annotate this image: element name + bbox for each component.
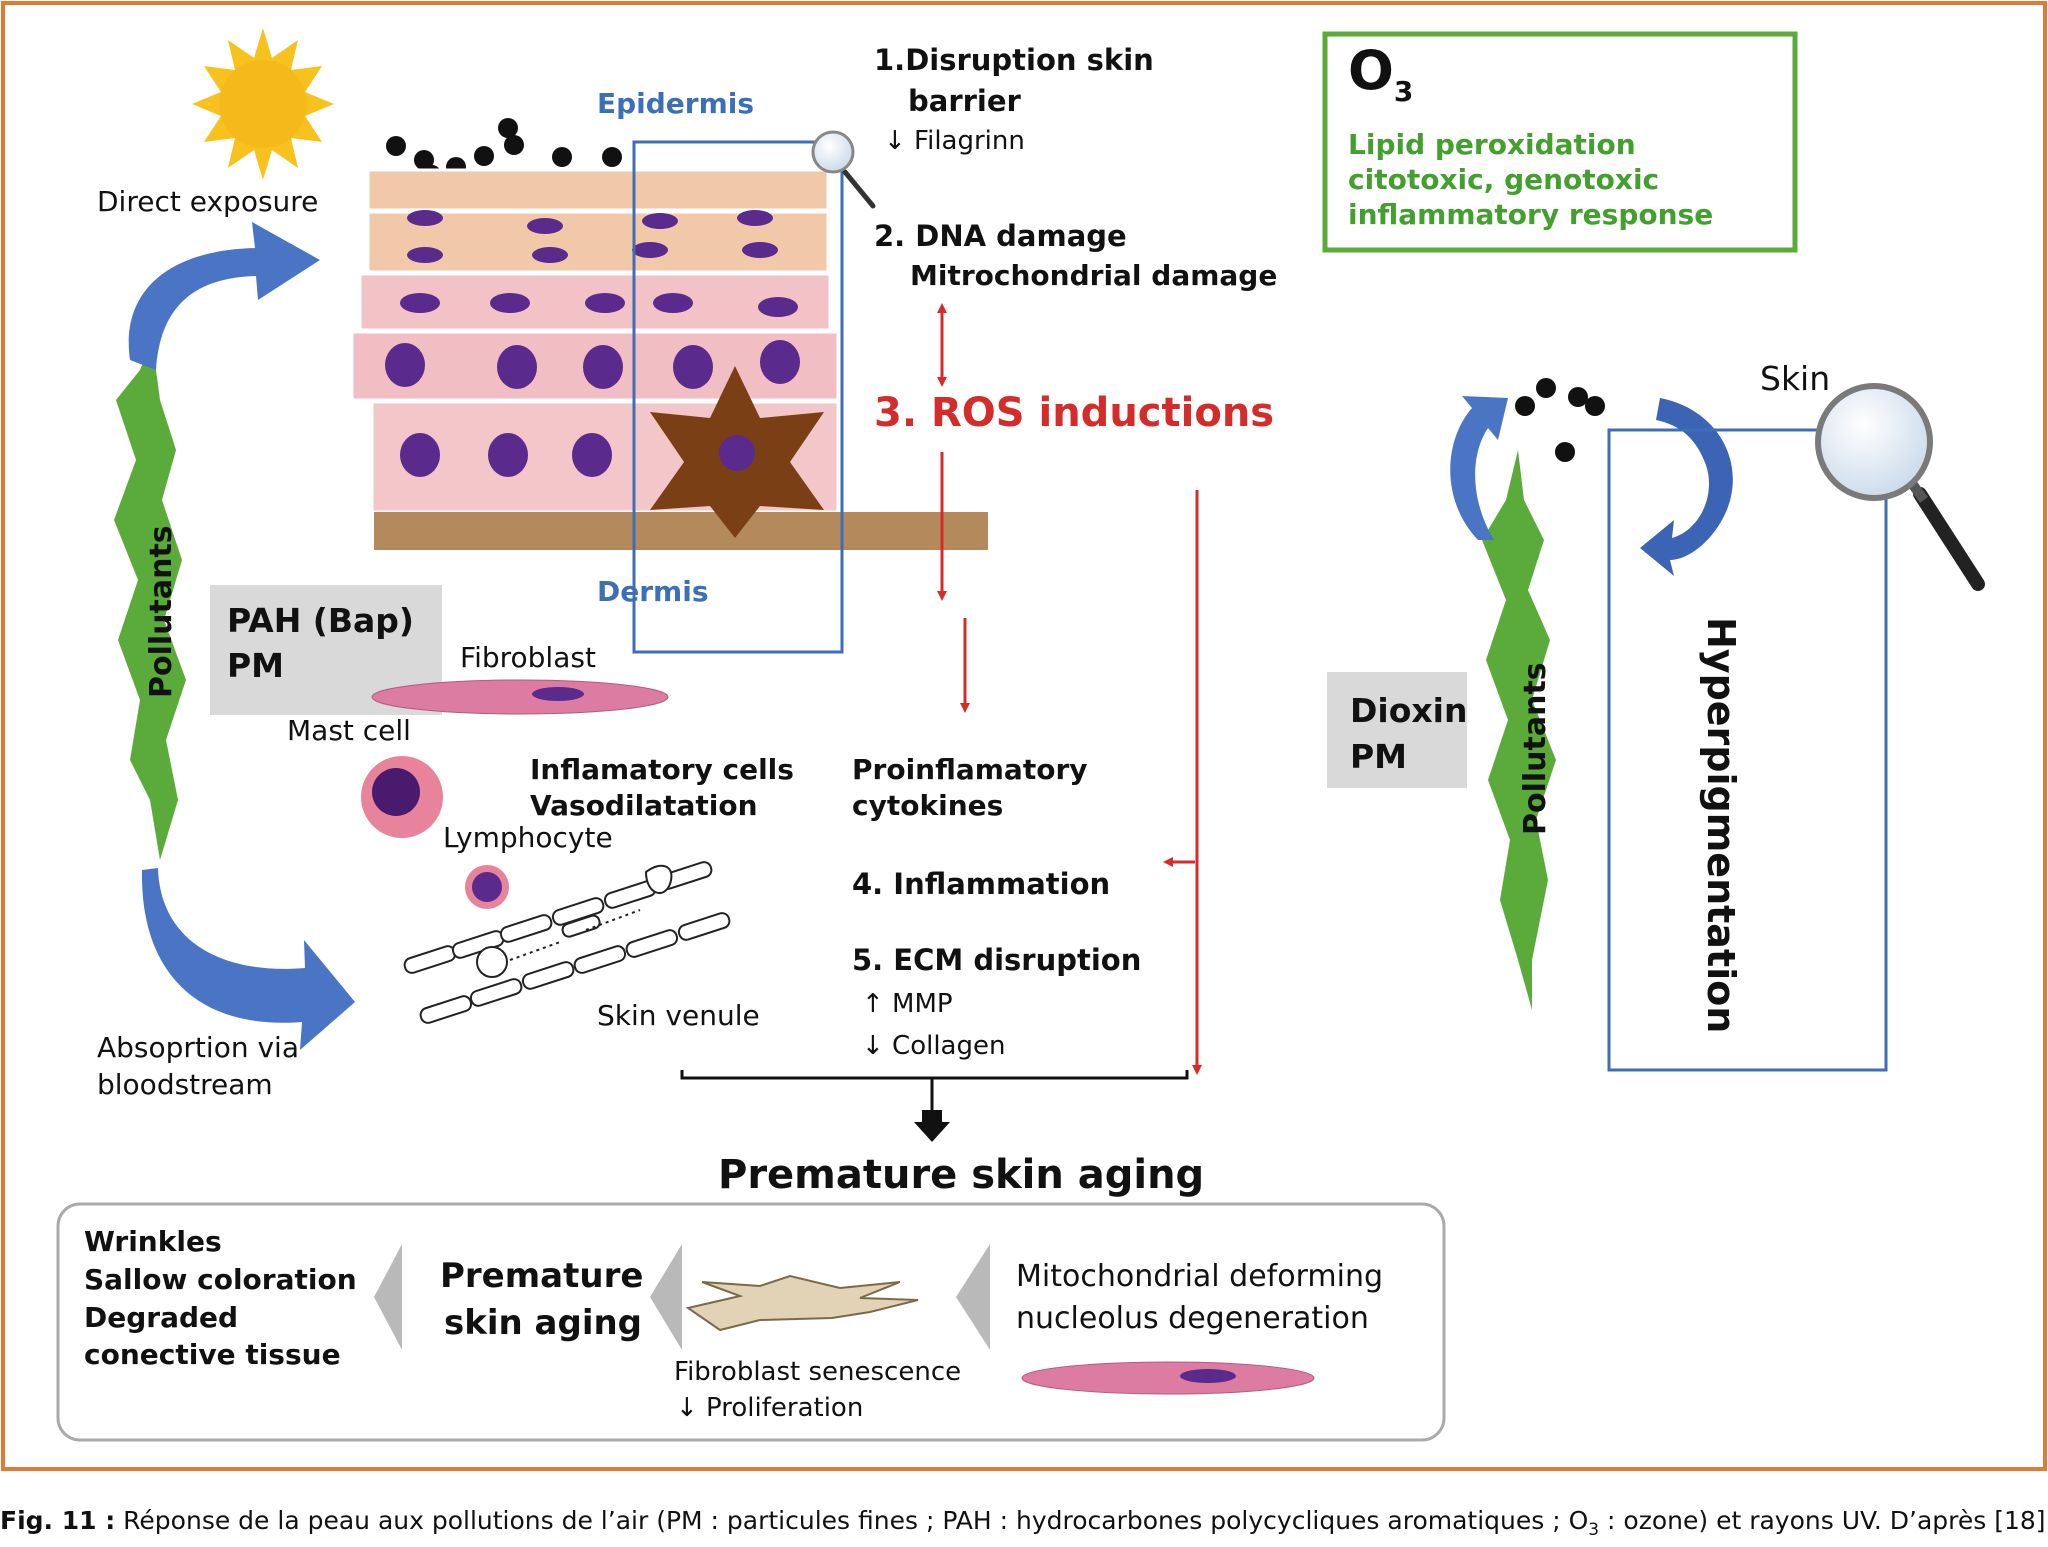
o3-box [1322,31,1798,253]
pollutants-right-label: Pollutants [1518,662,1553,835]
right-down-arrow [1640,398,1733,576]
outcome-sallow: Sallow coloration [84,1263,357,1296]
figure-caption: Fig. 11 : Réponse de la peau aux polluti… [0,1506,2048,1540]
step2-line2: Mitrochondrial damage [910,259,1278,292]
o3-effect-line3: inflammatory response [1348,198,1714,231]
pollutants-left-label: Pollutants [144,525,179,698]
fibroblast-senescence-line2: ↓ Proliferation [676,1393,864,1423]
down-arrow-icon [914,1110,950,1142]
absorption-label-line1: Absoprtion via [97,1031,299,1064]
o3-subscript: 3 [1393,74,1414,108]
magnifier-small-icon [811,130,876,209]
bottom-arrow-right [956,1244,990,1350]
caption-text-a: Réponse de la peau aux pollutions de l’a… [115,1506,1589,1535]
mitochondrial-line1: Mitochondrial deforming [1016,1259,1384,1294]
outer-frame [1,1,2047,1471]
bottom-premature-line1: Premature [440,1256,644,1296]
caption-fig-number: Fig. 11 : [0,1506,116,1535]
step5-ecm: 5. ECM disruption [852,943,1142,977]
direct-exposure-label: Direct exposure [97,185,319,218]
outcome-connective: conective tissue [84,1338,341,1371]
dioxin-box [1327,672,1467,788]
hyperpigmentation-box [1607,428,1888,1072]
caption-text-b: : ozone) et rayons UV. D’après [18]. [1599,1506,2048,1535]
magnifier-large-icon [1815,383,1985,591]
zoom-rectangle [632,140,844,654]
proinflammatory-line2: cytokines [852,789,1004,822]
epidermis-label: Epidermis [597,87,755,120]
fibroblast-cell [371,679,669,715]
o3-title: O3 [1348,44,1413,106]
pah-label-line2: PM [227,646,285,685]
step3-ros: 3. ROS inductions [874,390,1275,436]
caption-subscript: 3 [1588,1520,1600,1540]
convergence-bracket [680,1070,1189,1110]
step2-line1: 2. DNA damage [874,219,1127,253]
venule-drawing [403,861,731,1024]
bloodstream-arrow [141,868,355,1050]
senescent-fibroblast [685,1274,919,1332]
o3-effect-line1: Lipid peroxidation [1348,128,1636,161]
step1-filagrinn: ↓ Filagrinn [884,126,1025,156]
pollutants-right-shape [1482,450,1556,1010]
step4-inflammation: 4. Inflammation [852,867,1111,901]
step1-line2: barrier [908,84,1021,118]
step5-collagen: ↓ Collagen [862,1031,1006,1061]
proinflammatory-line1: Proinflamatory [852,753,1088,786]
lymphocyte-label: Lymphocyte [443,821,613,854]
dermis-label: Dermis [597,575,709,608]
outcome-wrinkles: Wrinkles [84,1225,222,1258]
bottom-arrow-middle [650,1244,682,1350]
sun-icon [192,28,334,180]
bottom-premature-line2: skin aging [444,1303,643,1343]
step5-mmp: ↑ MMP [862,989,953,1019]
bottom-arrow-left [374,1244,402,1350]
o3-effect-line2: citotoxic, genotoxic [1348,163,1660,196]
skin-label: Skin [1760,359,1831,398]
hyperpigmentation-label: Hyperpigmentation [1699,617,1743,1034]
right-up-arrow [1450,396,1508,540]
inflammatory-cells-line1: Inflamatory cells [530,753,794,786]
outcome-degraded: Degraded [84,1301,239,1334]
dioxin-label-line2: PM [1350,737,1408,776]
premature-skin-aging-title: Premature skin aging [718,1152,1205,1198]
migration-arrow [509,909,641,961]
skin-section [350,168,988,550]
o3-main: O [1348,39,1394,102]
pm-particles-right [1515,378,1605,462]
step1-line1: 1.Disruption skin [874,43,1154,77]
bottom-fibroblast-cell [1021,1361,1315,1395]
absorption-label-line2: bloodstream [97,1068,273,1101]
skin-venule-label: Skin venule [597,999,760,1032]
mast-cell-label: Mast cell [287,714,411,747]
pah-label-line1: PAH (Bap) [227,601,415,640]
direct-exposure-arrow [128,222,320,370]
dioxin-label-line1: Dioxin [1350,691,1468,730]
inflammatory-cells-line2: Vasodilatation [530,789,758,822]
pollutants-left-shape [114,340,186,860]
mitochondrial-line2: nucleolus degeneration [1016,1301,1369,1336]
fibroblast-label: Fibroblast [460,641,596,674]
fibroblast-senescence-line1: Fibroblast senescence [674,1357,962,1387]
